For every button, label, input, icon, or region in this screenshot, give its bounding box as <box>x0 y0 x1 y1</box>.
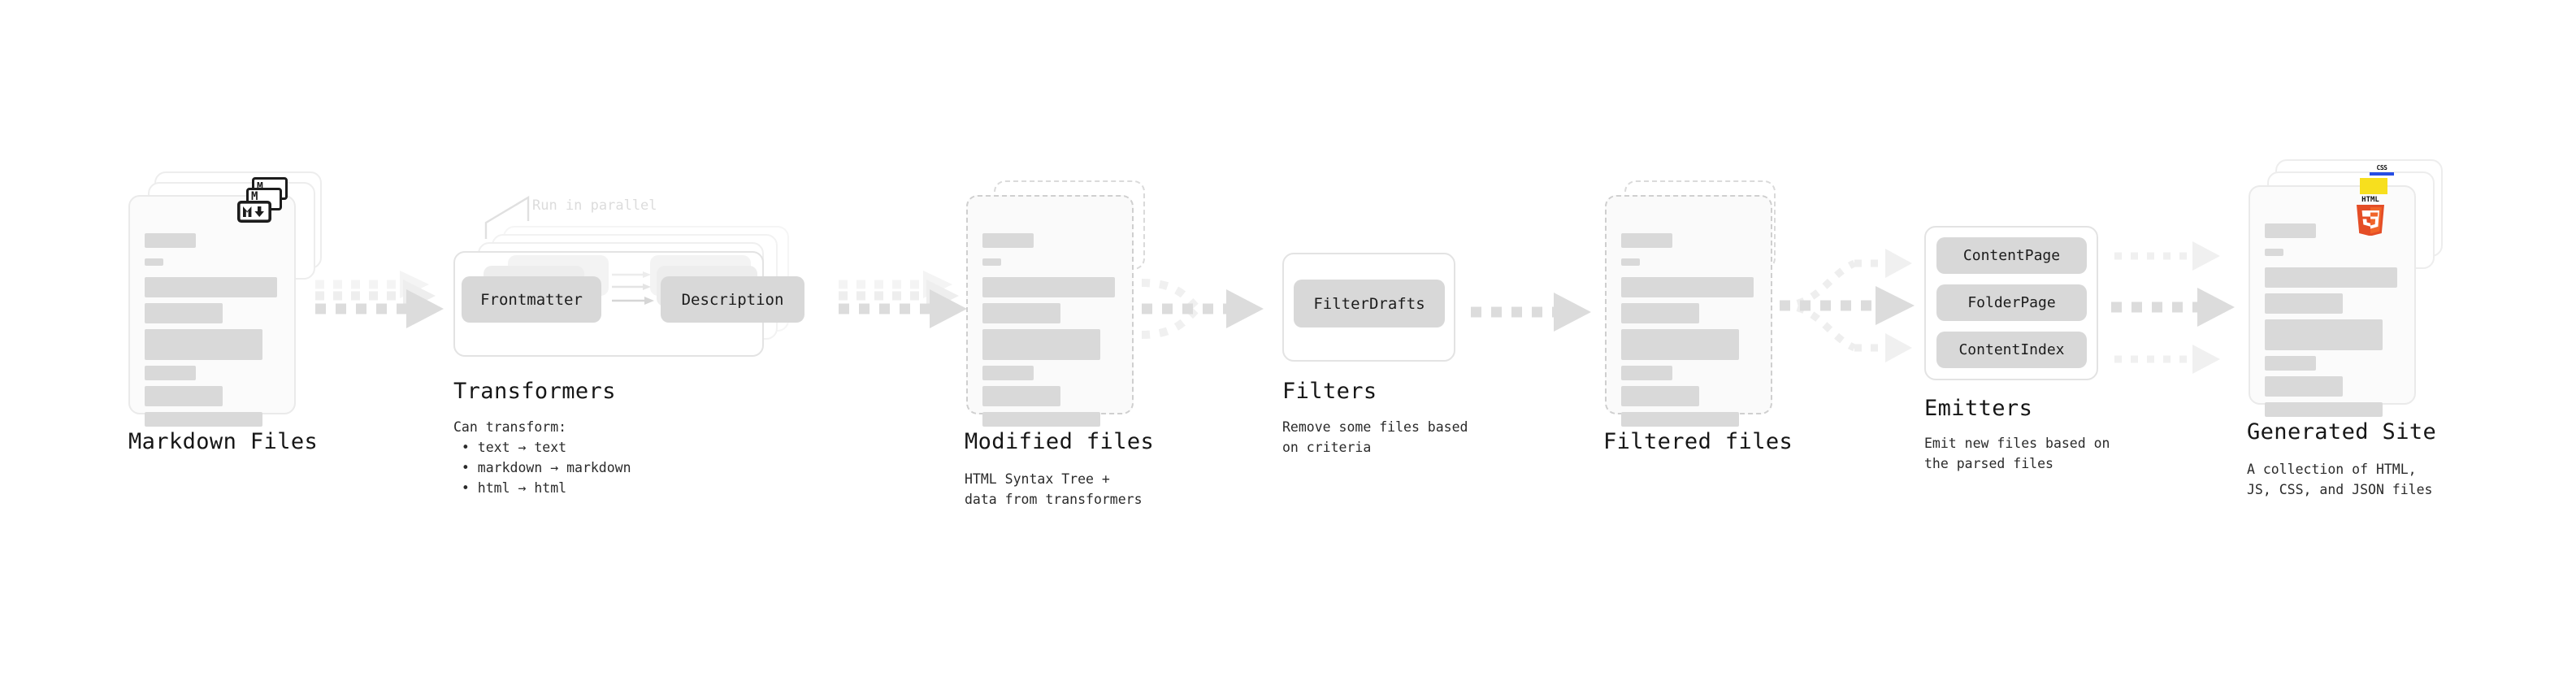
skeleton-bar <box>1621 303 1699 323</box>
css-icon-label: CSS <box>2376 164 2387 171</box>
stage-description-generated-site: A collection of HTML, JS, CSS, and JSON … <box>2247 462 2433 497</box>
connector-filtered-to-emitters <box>1780 249 1915 362</box>
skeleton-bar <box>982 329 1100 360</box>
markdown-icon <box>237 201 271 223</box>
stage-title-filters: Filters <box>1282 379 1377 404</box>
skeleton-bar <box>1621 258 1640 266</box>
transformer-pill-label: Description <box>681 290 784 309</box>
emitters-pill-contentpage[interactable]: ContentPage <box>1936 237 2087 274</box>
parallel-annotation: Run in parallel <box>532 197 657 214</box>
stage-title-transformers: Transformers <box>453 379 616 404</box>
html5-icon: HTML <box>2357 196 2384 236</box>
connector-filters-to-filtered <box>1471 293 1591 332</box>
skeleton-bar <box>2265 223 2316 238</box>
skeleton-bar <box>2265 319 2383 350</box>
connector-modified-to-filters <box>1141 279 1264 339</box>
skeleton-bar <box>1621 386 1699 406</box>
stage-title-emitters: Emitters <box>1924 396 2033 421</box>
skeleton-bar <box>982 277 1115 297</box>
connector-emitters-to-site <box>2111 241 2235 374</box>
modified-card-front <box>966 195 1134 427</box>
parallel-bracket <box>484 195 530 239</box>
transformer-pill-description[interactable]: Description <box>661 276 804 323</box>
stage-description-filters: Remove some files based on criteria <box>1282 419 1468 455</box>
js-icon <box>2360 178 2387 194</box>
skeleton-bar <box>982 412 1100 427</box>
markdown-card-front <box>128 195 296 427</box>
skeleton-bar <box>982 233 1034 248</box>
stage-title-modified-files: Modified files <box>965 429 1155 454</box>
skeleton-bar <box>2265 249 2283 256</box>
emitters-pill-label: FolderPage <box>1967 294 2056 311</box>
transformer-pill-label: Frontmatter <box>480 290 583 309</box>
skeleton-bar <box>145 258 163 266</box>
skeleton-bar <box>982 386 1060 406</box>
emitters-pill-contentindex[interactable]: ContentIndex <box>1936 332 2087 368</box>
skeleton-bar <box>2265 402 2383 417</box>
emitters-pill-label: ContentPage <box>1962 247 2061 264</box>
transformer-pill-frontmatter[interactable]: Frontmatter <box>462 276 601 323</box>
skeleton-bar <box>1621 366 1672 380</box>
skeleton-bar <box>2265 267 2397 288</box>
stage-description-modified-files: HTML Syntax Tree + data from transformer… <box>965 471 1143 507</box>
skeleton-bar <box>145 329 262 360</box>
svg-text:HTML: HTML <box>2361 196 2379 204</box>
skeleton-bar <box>145 412 262 427</box>
stage-description-transformers: Can transform: • text → text • markdown … <box>453 419 631 496</box>
skeleton-bar <box>2265 293 2343 314</box>
filters-pill-label: FilterDrafts <box>1313 294 1425 313</box>
site-card-front <box>2249 185 2416 417</box>
skeleton-bar <box>145 233 196 248</box>
css-icon: CSS <box>2370 165 2394 176</box>
skeleton-bar <box>145 277 277 297</box>
filtered-card-front <box>1605 195 1772 427</box>
connector-markdown-to-transformers <box>315 271 444 328</box>
transformer-inner-arrows <box>612 271 654 305</box>
stage-description-emitters: Emit new files based on the parsed files <box>1924 436 2110 471</box>
connector-transformers-to-modified <box>839 271 967 328</box>
emitters-pill-folderpage[interactable]: FolderPage <box>1936 284 2087 321</box>
emitters-pill-label: ContentIndex <box>1958 341 2065 358</box>
skeleton-bar <box>982 258 1001 266</box>
skeleton-bar <box>1621 277 1754 297</box>
skeleton-bar <box>2265 376 2343 397</box>
stage-title-markdown-files: Markdown Files <box>128 429 319 454</box>
filters-pill-filterdrafts[interactable]: FilterDrafts <box>1294 280 1445 327</box>
skeleton-bar <box>1621 412 1739 427</box>
skeleton-bar <box>145 366 196 380</box>
skeleton-bar <box>982 303 1060 323</box>
skeleton-bar <box>1621 233 1672 248</box>
skeleton-bar <box>145 303 223 323</box>
skeleton-bar <box>982 366 1034 380</box>
stage-title-generated-site: Generated Site <box>2247 419 2437 445</box>
stage-title-filtered-files: Filtered files <box>1603 429 1793 454</box>
skeleton-bar <box>145 386 223 406</box>
skeleton-bar <box>2265 356 2316 371</box>
skeleton-bar <box>1621 329 1739 360</box>
